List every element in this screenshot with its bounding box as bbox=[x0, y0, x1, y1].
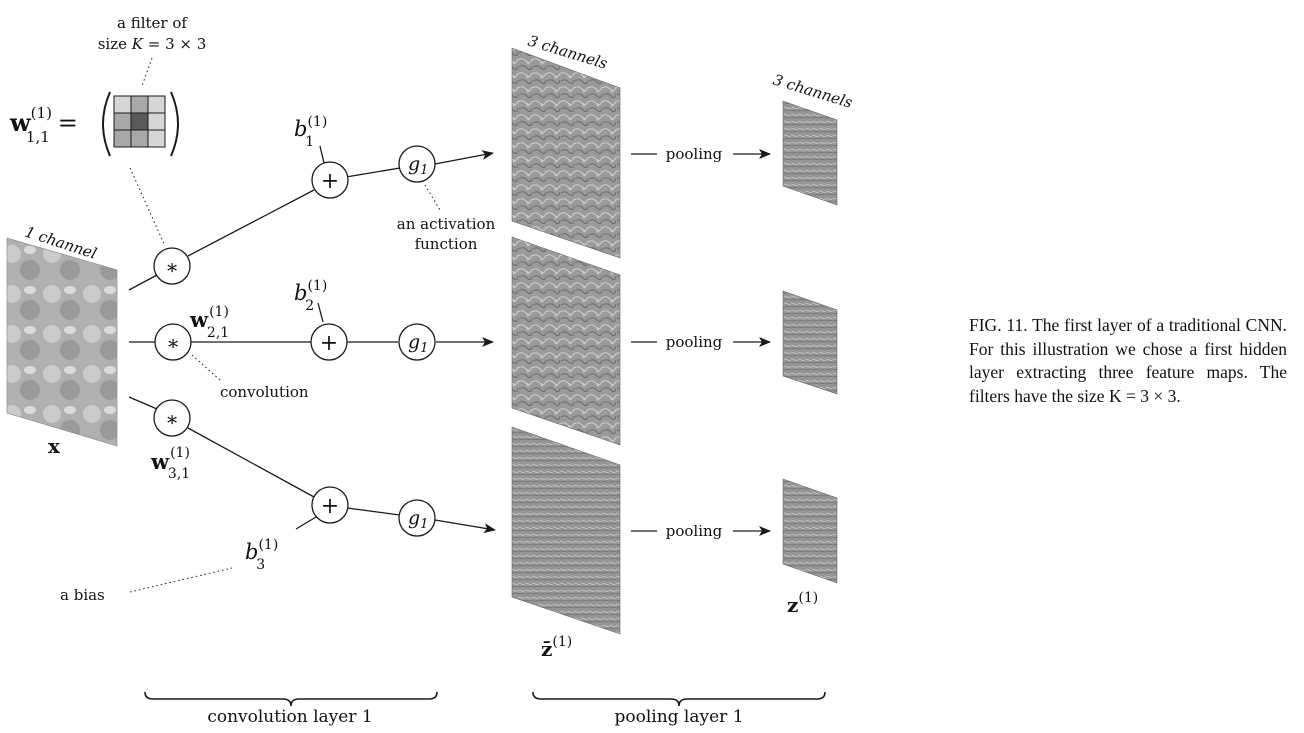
convolution-layer-label: convolution layer 1 bbox=[207, 707, 372, 727]
filter-grid-3x3 bbox=[113, 95, 166, 148]
sum-node-2: + bbox=[310, 323, 348, 361]
convolution-note: convolution bbox=[220, 383, 309, 401]
dotted-leaders bbox=[129, 167, 441, 593]
svg-text:g1: g1 bbox=[408, 331, 428, 356]
activation-note-line2: function bbox=[415, 235, 478, 253]
svg-text:∗: ∗ bbox=[166, 331, 180, 355]
conv-node-1: ∗ bbox=[153, 247, 191, 285]
feature-map-3 bbox=[511, 426, 621, 635]
input-image-sheen bbox=[7, 238, 117, 446]
pooled-map-2 bbox=[782, 290, 838, 395]
feature-map-2 bbox=[511, 236, 621, 446]
filter-cell bbox=[113, 129, 132, 148]
cnn-first-layer-diagram: a filter of size K = 3 × 3 w(1)1,1= 1 ch… bbox=[6, 14, 855, 727]
network-connections bbox=[128, 145, 771, 536]
filter-cell bbox=[130, 95, 149, 114]
pooling-label-2: pooling bbox=[666, 333, 723, 351]
sum-node-1: + bbox=[311, 161, 349, 199]
svg-text:∗: ∗ bbox=[165, 255, 179, 279]
conv-node-2: ∗ bbox=[154, 323, 192, 361]
input-symbol: x bbox=[48, 434, 61, 458]
svg-text:g1: g1 bbox=[408, 153, 428, 178]
svg-text:g1: g1 bbox=[408, 507, 428, 532]
convolution-layer-brace bbox=[144, 691, 438, 707]
activation-note-line1: an activation bbox=[397, 215, 496, 233]
filter-weight-label: w(1)1,1= bbox=[9, 104, 78, 146]
filter-cell bbox=[113, 95, 132, 114]
svg-text:+: + bbox=[321, 169, 339, 194]
bias-b1-label: b(1)1 bbox=[294, 114, 327, 150]
filter-note-leader bbox=[141, 57, 153, 87]
filter-note-line1: a filter of bbox=[117, 14, 188, 32]
pooling-layer-brace bbox=[532, 691, 826, 707]
weight-w31-label: w(1)3,1 bbox=[150, 445, 190, 482]
feature-maps-symbol: z̄(1) bbox=[541, 634, 572, 661]
bias-note: a bias bbox=[60, 586, 105, 604]
pooled-map-3 bbox=[782, 478, 838, 584]
filter-cell bbox=[130, 129, 149, 148]
filter-cell bbox=[130, 112, 149, 131]
filter-cell bbox=[147, 95, 166, 114]
filter-cell bbox=[147, 112, 166, 131]
activation-node-1: g1 bbox=[398, 145, 436, 183]
pooled-maps-symbol: z(1) bbox=[787, 590, 818, 617]
filter-right-paren bbox=[170, 91, 179, 157]
filter-cell bbox=[147, 129, 166, 148]
pooling-label-3: pooling bbox=[666, 522, 723, 540]
input-image bbox=[6, 237, 118, 447]
filter-left-paren bbox=[102, 91, 111, 157]
pooling-label-1: pooling bbox=[666, 145, 723, 163]
filter-cell bbox=[113, 112, 132, 131]
svg-text:+: + bbox=[321, 494, 339, 519]
feature-map-1 bbox=[511, 47, 621, 259]
conv-node-3: ∗ bbox=[153, 399, 191, 437]
activation-node-2: g1 bbox=[398, 323, 436, 361]
bias-b3-label: b(1)3 bbox=[245, 537, 278, 573]
activation-node-3: g1 bbox=[398, 499, 436, 537]
bias-b2-label: b(1)2 bbox=[294, 278, 327, 314]
svg-text:+: + bbox=[320, 331, 338, 356]
figure-caption: FIG. 11. The first layer of a traditiona… bbox=[969, 315, 1287, 406]
pooling-layer-label: pooling layer 1 bbox=[614, 707, 743, 727]
svg-text:∗: ∗ bbox=[165, 407, 179, 431]
pooled-map-1 bbox=[782, 100, 838, 206]
sum-node-3: + bbox=[311, 486, 349, 524]
weight-w21-label: w(1)2,1 bbox=[189, 304, 229, 341]
filter-note-line2: size K = 3 × 3 bbox=[98, 35, 207, 53]
